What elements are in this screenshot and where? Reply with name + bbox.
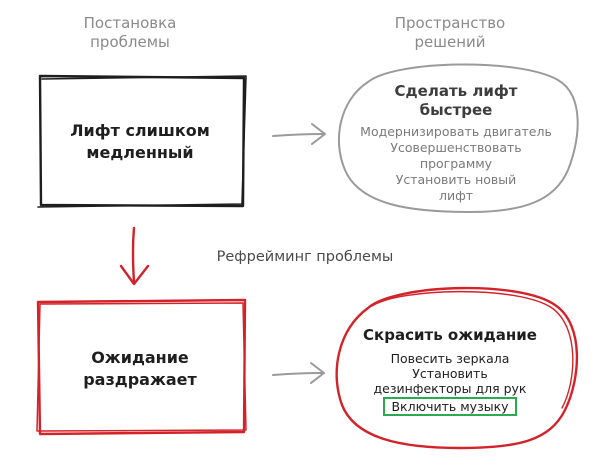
problem-box xyxy=(37,74,247,208)
heading-solutions-line: решений xyxy=(414,33,486,51)
arrow-to-new-solutions xyxy=(272,362,325,384)
reframe-label: Рефрейминг проблемы xyxy=(216,249,394,265)
solution-item: Модернизировать двигатель xyxy=(360,124,552,139)
reframed-box xyxy=(36,298,247,436)
solution-item: лифт xyxy=(438,188,474,203)
new-solution-cloud: Скрасить ожидание Повесить зеркала Устан… xyxy=(340,326,560,416)
heading-problem-statement: Постановка проблемы xyxy=(60,14,200,52)
reframed-box-text: Ожидание раздражает xyxy=(50,347,230,391)
solution-cloud-title-line: быстрее xyxy=(419,101,493,119)
new-solution-cloud-title: Скрасить ожидание xyxy=(363,326,537,344)
solution-cloud-title-line: Сделать лифт xyxy=(394,82,518,100)
solution-cloud: Сделать лифт быстрее Модернизировать дви… xyxy=(345,82,567,204)
new-solution-cloud-outline xyxy=(335,286,579,450)
solution-cloud-outline xyxy=(338,63,579,213)
new-solution-item: Повесить зеркала xyxy=(390,351,510,366)
heading-solutions-line: Пространство xyxy=(394,14,506,32)
arrow-down-reframe xyxy=(119,226,150,286)
arrow-to-solutions xyxy=(272,123,326,145)
solution-item: Усовершенствовать xyxy=(390,140,522,155)
problem-box-line: медленный xyxy=(86,143,194,162)
problem-box-text: Лифт слишком медленный xyxy=(50,120,230,164)
heading-solution-space: Пространство решений xyxy=(370,14,530,52)
problem-box-line: Лифт слишком xyxy=(70,121,210,140)
solution-cloud-title: Сделать лифт быстрее xyxy=(345,82,567,120)
highlighted-solution-item: Включить музыку xyxy=(383,397,517,416)
new-solution-item: дезинфекторы для рук xyxy=(373,381,527,396)
heading-problem-line: проблемы xyxy=(90,33,170,51)
solution-item: программу xyxy=(419,156,493,171)
solution-item: Установить новый xyxy=(395,172,517,187)
reframed-box-line: раздражает xyxy=(83,370,197,389)
heading-problem-line: Постановка xyxy=(83,14,177,32)
new-solution-item: Установить xyxy=(412,366,488,381)
reframed-box-line: Ожидание xyxy=(91,348,189,367)
